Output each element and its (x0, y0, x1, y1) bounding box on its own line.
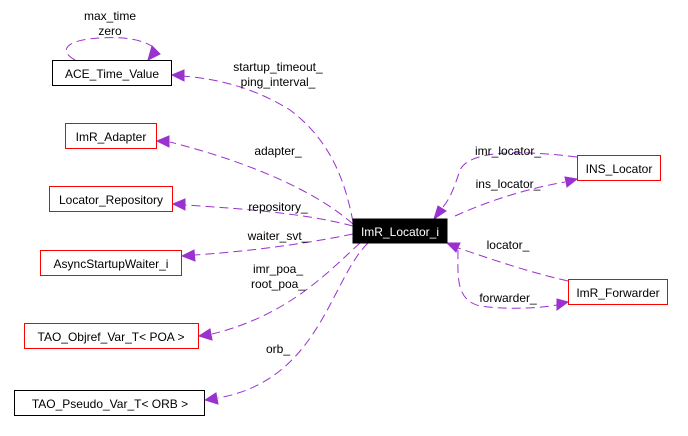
label-adapter: adapter_ (254, 144, 302, 158)
arrowhead (556, 298, 570, 311)
arrowhead (155, 135, 170, 148)
node-async-startup-waiter[interactable]: AsyncStartupWaiter_i (40, 250, 182, 276)
label-imr-locator: imr_locator_ (475, 144, 541, 158)
label-ping-interval: ping_interval_ (241, 75, 316, 89)
label-startup-timeout: startup_timeout_ (233, 60, 323, 74)
node-imr-forwarder[interactable]: ImR_Forwarder (568, 279, 668, 305)
node-label: ImR_Locator_i (361, 225, 439, 239)
node-imr-locator-i[interactable]: ImR_Locator_i (352, 218, 448, 244)
label-ins-locator: ins_locator_ (476, 177, 541, 191)
edge-forwarder (457, 249, 558, 309)
arrowhead (564, 176, 579, 188)
node-ins-locator[interactable]: INS_Locator (577, 155, 661, 181)
arrowhead (433, 205, 447, 221)
label-max-time: max_time (84, 9, 136, 23)
node-label: INS_Locator (586, 162, 653, 176)
label-forwarder: forwarder_ (479, 291, 537, 305)
arrowhead (445, 242, 461, 253)
edges (65, 37, 579, 405)
edge-locator (457, 247, 569, 282)
label-repository: repository_ (248, 200, 308, 214)
arrowhead (180, 249, 196, 262)
edge-self-ace-time-value (65, 37, 157, 61)
node-label: ImR_Forwarder (576, 286, 659, 300)
arrowhead (171, 198, 186, 211)
edge-waiter-svt (194, 233, 354, 256)
arrowhead (197, 328, 213, 341)
arrowhead (147, 45, 161, 61)
node-imr-adapter[interactable]: ImR_Adapter (65, 123, 157, 149)
node-locator-repository[interactable]: Locator_Repository (49, 186, 173, 212)
label-zero: zero (98, 24, 122, 38)
label-root-poa: root_poa_ (251, 277, 305, 291)
edge-ins-locator (454, 181, 566, 217)
arrowhead (170, 69, 185, 82)
node-tao-pseudo-var[interactable]: TAO_Pseudo_Var_T< ORB > (14, 390, 205, 416)
node-label: ACE_Time_Value (65, 67, 159, 81)
node-label: ImR_Adapter (76, 130, 147, 144)
edge-startup-timeout (181, 75, 354, 223)
label-locator: locator_ (487, 238, 530, 252)
node-label: AsyncStartupWaiter_i (54, 257, 169, 271)
node-tao-objref-var[interactable]: TAO_Objref_Var_T< POA > (24, 323, 199, 349)
edge-imr-locator (441, 152, 578, 209)
label-imr-poa: imr_poa_ (253, 262, 303, 276)
edge-adapter (169, 141, 354, 225)
edge-repository (184, 204, 354, 227)
label-orb: orb_ (266, 342, 290, 356)
edge-orb (217, 242, 369, 399)
label-waiter-svt: waiter_svt_ (247, 229, 309, 243)
node-label: Locator_Repository (59, 193, 163, 207)
node-label: TAO_Objref_Var_T< POA > (38, 330, 185, 344)
arrowhead (203, 392, 219, 405)
edge-poa (211, 242, 361, 335)
edge-labels: max_time zero startup_timeout_ ping_inte… (84, 9, 541, 356)
node-ace-time-value[interactable]: ACE_Time_Value (52, 60, 172, 86)
node-label: TAO_Pseudo_Var_T< ORB > (32, 397, 188, 411)
